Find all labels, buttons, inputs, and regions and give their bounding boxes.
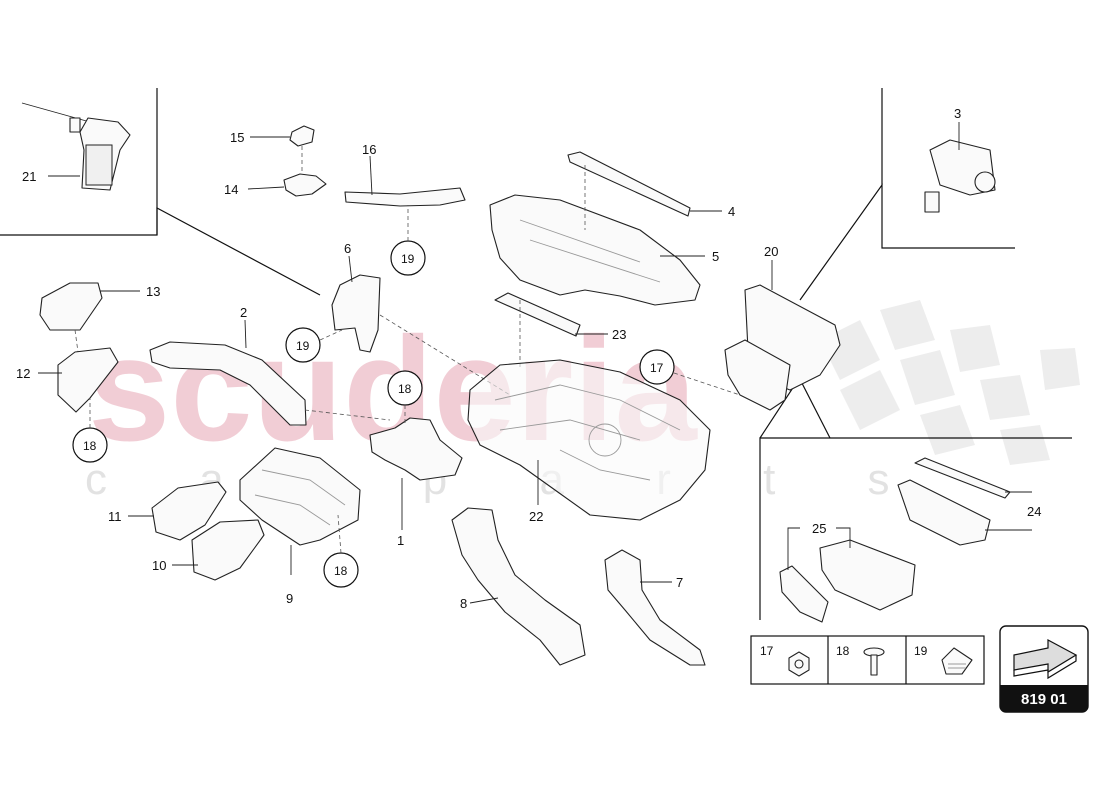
label-22: 22 [529, 509, 543, 524]
part-25-filter [779, 527, 916, 623]
part-20-housing [724, 260, 841, 411]
label-11: 11 [108, 509, 122, 524]
screw-icon [863, 647, 885, 676]
part-13-vent [39, 282, 140, 353]
label-5: 5 [712, 249, 719, 264]
label-3: 3 [954, 106, 961, 121]
callout-18-left: 18 [72, 398, 108, 463]
label-14: 14 [224, 182, 238, 197]
part-1-duct [369, 417, 463, 530]
part-21-sensor [21, 102, 131, 191]
label-13: 13 [146, 284, 160, 299]
part-8-duct [451, 507, 586, 666]
svg-text:18: 18 [83, 439, 97, 453]
svg-text:18: 18 [398, 382, 412, 396]
part-5-cover [489, 165, 705, 306]
diagram-code: 819 01 [1021, 691, 1067, 708]
label-10: 10 [152, 558, 166, 573]
part-2-duct [149, 319, 391, 426]
callout-18-center: 18 [387, 370, 423, 425]
label-21: 21 [22, 169, 36, 184]
part-10-vent [172, 519, 265, 581]
label-23: 23 [612, 327, 626, 342]
checkered-flag-watermark [820, 300, 1080, 465]
label-24: 24 [1027, 504, 1041, 519]
part-3-actuator [924, 122, 996, 213]
svg-text:17: 17 [650, 361, 664, 375]
part-4-strip [567, 151, 722, 217]
label-6: 6 [344, 241, 351, 256]
part-15-clip [250, 125, 315, 175]
part-24-filter-frame [897, 457, 1032, 546]
label-1: 1 [397, 533, 404, 548]
fastener-legend: 17 18 19 [750, 635, 985, 685]
legend-label-19: 19 [914, 644, 928, 658]
label-4: 4 [728, 204, 735, 219]
label-20: 20 [764, 244, 778, 259]
label-25: 25 [812, 521, 826, 536]
part-23-frame [494, 292, 608, 370]
part-7-duct [604, 549, 706, 666]
part-16-duct [344, 155, 466, 207]
part-22-housing [467, 359, 711, 521]
label-7: 7 [676, 575, 683, 590]
part-11-vent [128, 481, 227, 541]
spring-clip-icon [941, 647, 973, 675]
label-16: 16 [362, 142, 376, 157]
direction-arrow-icon [1013, 638, 1078, 680]
nut-icon [788, 651, 810, 677]
legend-label-17: 17 [760, 644, 774, 658]
label-9: 9 [286, 591, 293, 606]
callout-18-bottom: 18 [323, 514, 359, 588]
inset-frame-21 [0, 88, 321, 296]
part-14-bracket [247, 173, 327, 197]
callout-19-top: 19 [390, 205, 426, 276]
svg-text:18: 18 [334, 564, 348, 578]
inset-frame-3 [799, 88, 1015, 301]
diagram-code-box: 819 01 [999, 625, 1089, 713]
label-8: 8 [460, 596, 467, 611]
svg-text:19: 19 [296, 339, 310, 353]
label-15: 15 [230, 130, 244, 145]
label-2: 2 [240, 305, 247, 320]
part-12-bracket [38, 347, 119, 413]
legend-label-18: 18 [836, 644, 850, 658]
label-12: 12 [16, 366, 30, 381]
callout-19-left: 19 [285, 327, 343, 363]
callout-17: 17 [639, 349, 741, 396]
svg-text:19: 19 [401, 252, 415, 266]
